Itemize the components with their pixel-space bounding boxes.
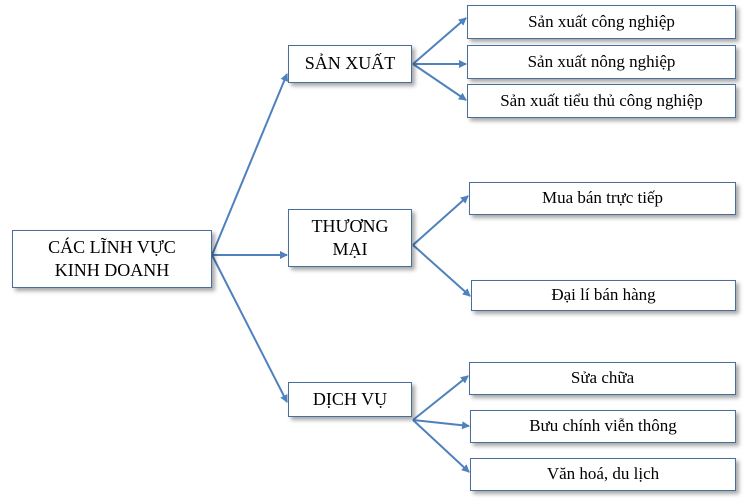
- arrow-dich-vu-to-van-hoa: [412, 419, 470, 473]
- leaf-label: Sản xuất nông nghiệp: [527, 51, 676, 71]
- arrow-san-xuat-to-tieu-thu: [412, 63, 467, 101]
- leaf-label: Mua bán trực tiếp: [541, 188, 664, 208]
- arrow-root-to-san-xuat: [211, 73, 289, 256]
- category-dich-vu: DỊCH VỤ: [288, 382, 412, 417]
- category-san-xuat: SẢN XUẤT: [288, 45, 412, 83]
- leaf-label: Bưu chính viễn thông: [529, 416, 677, 436]
- leaf-label: Sản xuất công nghiệp: [528, 11, 675, 31]
- leaf-san-xuat-nong-nghiep: Sản xuất nông nghiệp: [467, 45, 736, 79]
- category-dich-vu-label: DỊCH VỤ: [312, 388, 388, 409]
- root-line-2: KINH DOANH: [54, 260, 170, 280]
- leaf-sua-chua: Sửa chữa: [469, 362, 736, 395]
- leaf-san-xuat-cong-nghiep: Sản xuất công nghiệp: [467, 5, 736, 39]
- arrow-dich-vu-to-buu-chinh: [412, 419, 470, 430]
- arrow-root-to-dich-vu: [211, 254, 288, 403]
- arrow-thuong-mai-to-mua-ban: [412, 195, 469, 246]
- leaf-label: Sửa chữa: [570, 368, 635, 388]
- leaf-buu-chinh-vien-thong: Bưu chính viễn thông: [470, 410, 736, 443]
- leaf-label: Văn hoá, du lịch: [546, 464, 660, 484]
- leaf-mua-ban-truc-tiep: Mua bán trực tiếp: [469, 182, 736, 215]
- root-line-1: CÁC LĨNH VỰC: [48, 236, 176, 257]
- leaf-van-hoa-du-lich: Văn hoá, du lịch: [470, 458, 736, 491]
- category-san-xuat-label: SẢN XUẤT: [304, 53, 396, 74]
- leaf-label: Sản xuất tiểu thủ công nghiệp: [500, 90, 703, 110]
- arrow-thuong-mai-to-dai-li: [412, 244, 471, 297]
- leaf-label: Đại lí bán hàng: [551, 285, 656, 305]
- category-thuong-mai-line-2: MẠI: [332, 239, 368, 259]
- root-node: CÁC LĨNH VỰC KINH DOANH: [12, 230, 212, 288]
- category-thuong-mai: THƯƠNG MẠI: [288, 209, 412, 267]
- arrow-san-xuat-to-cong-nghiep: [412, 17, 467, 65]
- leaf-dai-li-ban-hang: Đại lí bán hàng: [471, 280, 736, 311]
- category-thuong-mai-line-1: THƯƠNG: [311, 215, 389, 236]
- leaf-san-xuat-tieu-thu-cong-nghiep: Sản xuất tiểu thủ công nghiệp: [467, 84, 736, 118]
- arrow-dich-vu-to-sua-chua: [412, 375, 469, 421]
